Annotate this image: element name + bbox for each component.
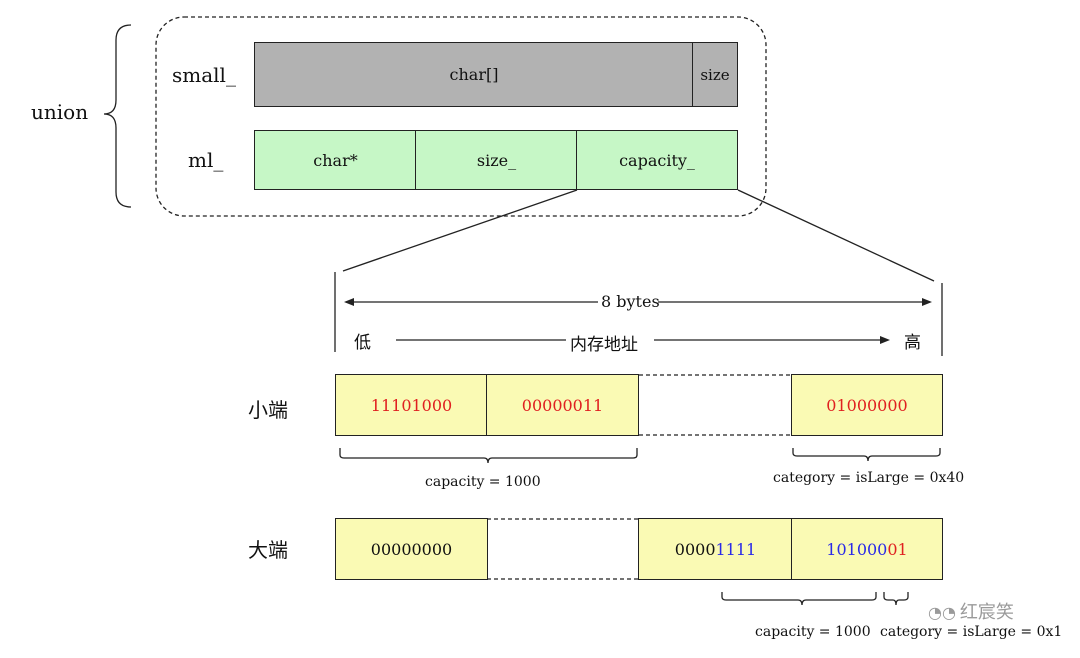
be-byte6-black-text: 0000 [674, 539, 716, 559]
big-endian-label: 大端 [248, 538, 288, 562]
le-byte0-text: 11101000 [370, 395, 453, 415]
watermark: ◔◔红宸笑 [928, 598, 1014, 624]
small-label: small_ [172, 63, 236, 87]
small-size-cell: size [692, 42, 738, 107]
wechat-icon: ◔◔ [928, 603, 956, 622]
ml-capacity-text: capacity_ [619, 150, 695, 170]
le-capacity-note: capacity = 1000 [425, 474, 541, 490]
addr-mid-label: 内存地址 [570, 335, 638, 355]
be-byte7-blue-text: 101000 [826, 539, 888, 559]
be-byte7-red-text: 01 [887, 539, 908, 559]
be-byte0-text: 00000000 [370, 539, 453, 559]
be-category-note: category = isLarge = 0x1 [880, 624, 1063, 640]
le-byte1-text: 00000011 [521, 395, 604, 415]
ml-label: ml_ [188, 148, 224, 172]
be-byte6-blue-text: 1111 [715, 539, 757, 559]
ml-size-cell: size_ [415, 130, 578, 190]
watermark-text: 红宸笑 [959, 602, 1014, 623]
small-size-text: size [700, 65, 730, 84]
small-char-array-text: char[] [449, 65, 499, 84]
ml-capacity-cell: capacity_ [576, 130, 738, 190]
ml-size-text: size_ [476, 150, 517, 170]
ml-char-ptr-cell: char* [254, 130, 417, 190]
union-label: union [31, 100, 89, 124]
small-char-array-cell: char[] [254, 42, 694, 107]
addr-high-label: 高 [904, 333, 921, 353]
ml-char-ptr-text: char* [313, 150, 358, 170]
le-byte1-cell: 00000011 [486, 374, 639, 436]
be-capacity-note: capacity = 1000 [755, 624, 871, 640]
be-byte0-cell: 00000000 [335, 518, 488, 580]
le-byte7-cell: 01000000 [791, 374, 943, 436]
le-category-note: category = isLarge = 0x40 [773, 470, 965, 486]
bytes-label: 8 bytes [601, 292, 660, 311]
little-endian-label: 小端 [248, 398, 288, 422]
le-byte7-text: 01000000 [826, 395, 908, 415]
le-byte0-cell: 11101000 [335, 374, 488, 436]
addr-low-label: 低 [354, 333, 371, 353]
